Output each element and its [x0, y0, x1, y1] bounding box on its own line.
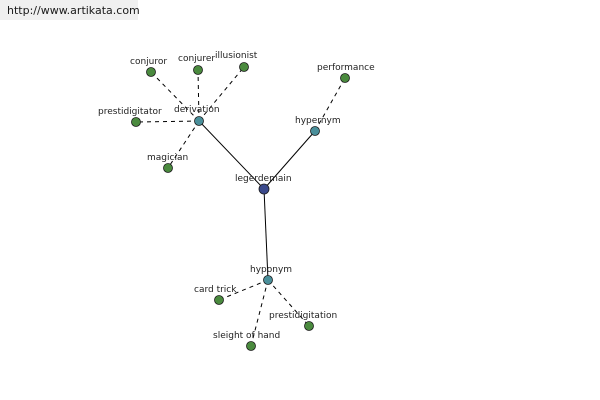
node-card-trick[interactable]	[214, 295, 224, 305]
edge-derivation-to-conjurer	[197, 69, 200, 122]
edge-hyponym-to-prestidigitation	[267, 279, 310, 327]
node-hypernym[interactable]	[310, 126, 320, 136]
edge-legerdemain-to-derivation	[198, 120, 265, 190]
node-magician[interactable]	[163, 163, 173, 173]
node-prestidigitator[interactable]	[131, 117, 141, 127]
nodes-layer	[131, 62, 350, 351]
edge-legerdemain-to-hypernym	[263, 130, 316, 190]
node-illusionist[interactable]	[239, 62, 249, 72]
node-conjuror[interactable]	[146, 67, 156, 77]
edges-layer	[135, 66, 346, 347]
label-sleight-of-hand[interactable]: sleight of hand	[213, 331, 280, 341]
label-prestidigitation[interactable]: prestidigitation	[269, 311, 337, 321]
label-derivation[interactable]: derivation	[174, 105, 220, 115]
node-conjurer[interactable]	[193, 65, 203, 75]
edge-hypernym-to-performance	[314, 77, 346, 132]
node-performance[interactable]	[340, 73, 350, 83]
edge-derivation-to-conjuror	[150, 71, 200, 122]
edge-hyponym-to-sleight-of-hand	[250, 279, 269, 347]
edge-derivation-to-illusionist	[198, 66, 245, 122]
node-legerdemain[interactable]	[258, 183, 270, 195]
label-card-trick[interactable]: card trick	[194, 285, 237, 295]
label-hyponym[interactable]: hyponym	[250, 265, 292, 275]
label-illusionist[interactable]: illusionist	[215, 51, 258, 61]
labels-layer: legerdemain derivation hypernym hyponym conj…	[98, 51, 375, 341]
source-url-link[interactable]: http://www.artikata.com	[7, 4, 140, 17]
source-bar: http://www.artikata.com	[0, 0, 140, 20]
node-prestidigitation[interactable]	[304, 321, 314, 331]
label-performance[interactable]: performance	[317, 63, 375, 73]
label-conjurer[interactable]: conjurer	[178, 54, 215, 64]
label-magician[interactable]: magician	[147, 153, 188, 163]
edge-derivation-to-magician	[167, 120, 200, 169]
label-conjuror[interactable]: conjuror	[130, 57, 167, 67]
label-hypernym[interactable]: hypernym	[295, 116, 341, 126]
node-sleight-of-hand[interactable]	[246, 341, 256, 351]
node-derivation[interactable]	[194, 116, 204, 126]
edge-derivation-to-prestidigitator	[135, 120, 200, 123]
edge-legerdemain-to-hyponym	[263, 188, 269, 281]
edge-hyponym-to-card-trick	[218, 279, 269, 301]
label-prestidigitator[interactable]: prestidigitator	[98, 107, 162, 117]
label-legerdemain[interactable]: legerdemain	[235, 174, 292, 184]
node-hyponym[interactable]	[263, 275, 273, 285]
